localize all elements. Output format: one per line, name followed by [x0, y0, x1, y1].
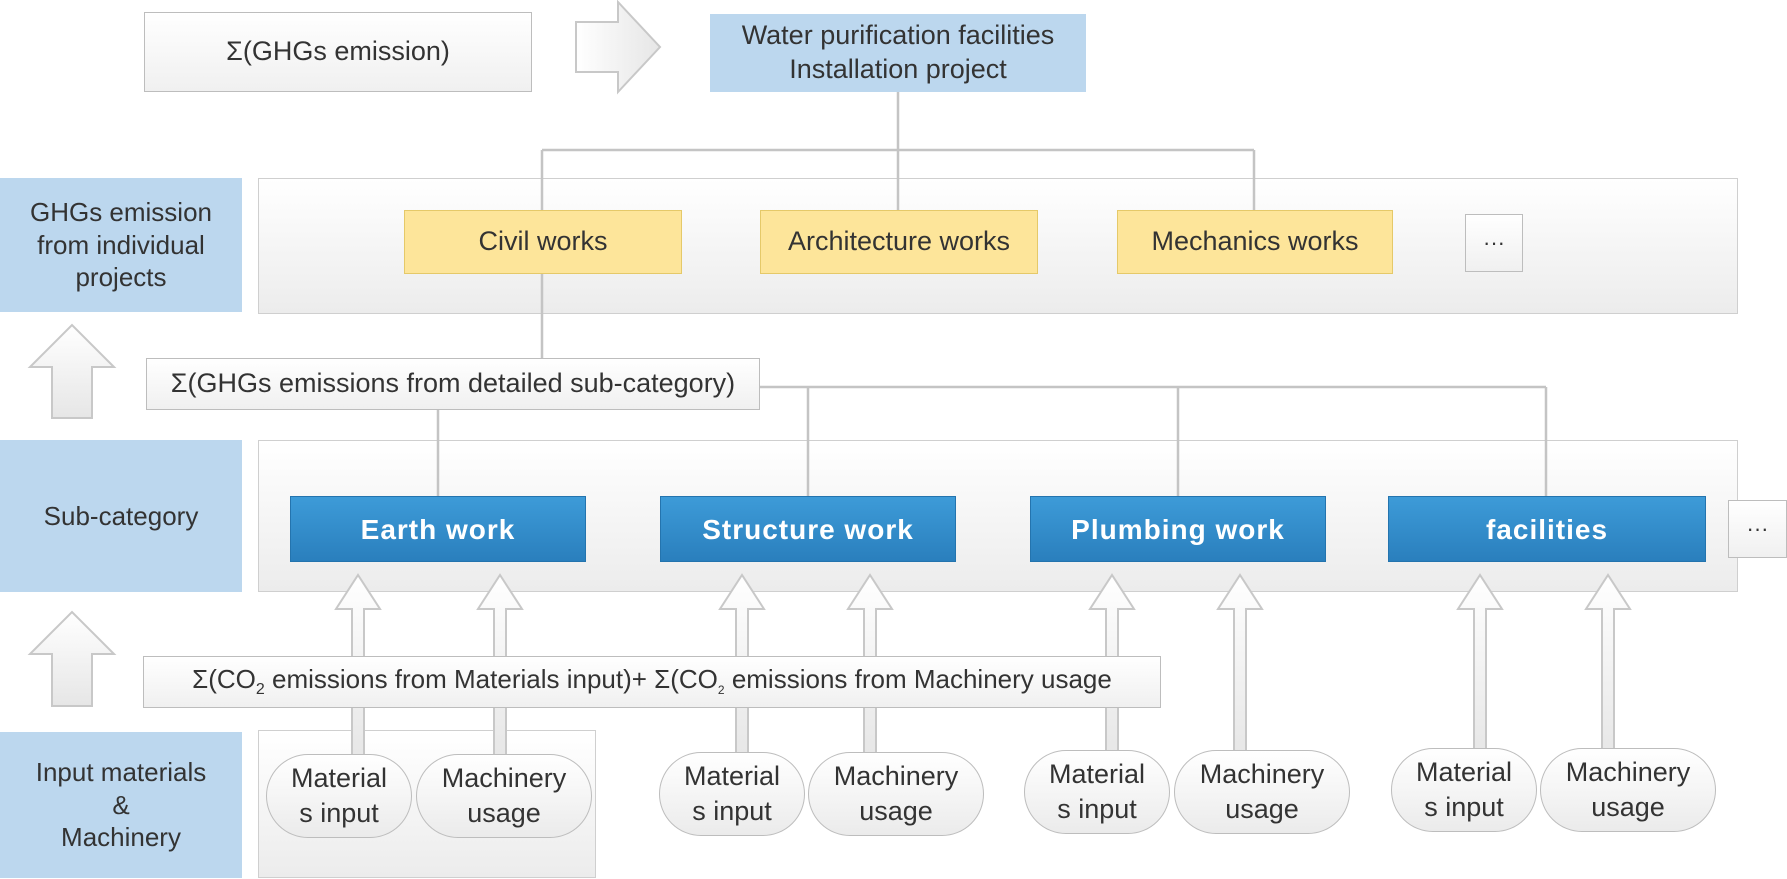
- work-label: Mechanics works: [1151, 226, 1359, 257]
- pill-line: usage: [859, 796, 933, 826]
- pill-line: Material: [1415, 756, 1513, 787]
- row-label-line: Machinery: [61, 822, 181, 853]
- more-ellipsis: ···: [1483, 230, 1505, 256]
- subcategory-more-box: ···: [1728, 500, 1787, 558]
- pill-line: Machinery: [833, 760, 959, 791]
- subcategory-sum-box: Σ(GHGs emissions from detailed sub-categ…: [146, 358, 760, 410]
- machinery-usage-pill: Machinery usage: [1174, 750, 1350, 834]
- row-label-line: Sub-category: [43, 500, 199, 531]
- pill-line: Machinery: [441, 762, 567, 793]
- subcategory-label: Structure work: [702, 513, 914, 545]
- subcategory-label: Earth work: [360, 513, 516, 545]
- subcategory-structure-work: Structure work: [660, 496, 956, 562]
- row-label-line: Input materials: [35, 757, 207, 788]
- work-label: Architecture works: [787, 226, 1011, 257]
- total-ghg-sum-label: Σ(GHGs emission): [226, 36, 450, 67]
- subcategory-label: Plumbing work: [1071, 513, 1285, 545]
- co2-sum-part: emissions from Materials input)+ Σ(CO: [264, 664, 718, 695]
- subcategory-label: facilities: [1485, 513, 1609, 545]
- subcategory-plumbing-work: Plumbing work: [1030, 496, 1326, 562]
- machinery-usage-pill: Machinery usage: [1540, 748, 1716, 832]
- works-more-box: ···: [1465, 214, 1523, 272]
- material-input-pill: Material s input: [266, 754, 412, 838]
- total-ghg-sum-box: Σ(GHGs emission): [144, 12, 532, 92]
- co2-sum-box: Σ(CO2 emissions from Materials input)+ Σ…: [143, 656, 1161, 708]
- row-label-sub-category: Sub-category: [0, 440, 242, 592]
- pill-line: s input: [692, 796, 772, 826]
- row-label-line: from individual: [37, 229, 205, 260]
- machinery-usage-pill: Machinery usage: [808, 752, 984, 836]
- project-box: Water purification facilities Installati…: [710, 14, 1086, 92]
- project-title-line2: Installation project: [789, 54, 1007, 84]
- co2-subscript: 2: [255, 681, 265, 699]
- subcategory-sum-label: Σ(GHGs emissions from detailed sub-categ…: [170, 368, 736, 399]
- co2-sum-part: Σ(CO: [192, 664, 256, 695]
- co2-sum-label: Σ(CO2 emissions from Materials input)+ Σ…: [192, 663, 1112, 700]
- work-architecture: Architecture works: [760, 210, 1038, 274]
- work-mechanics: Mechanics works: [1117, 210, 1393, 274]
- pill-line: Material: [1048, 758, 1146, 789]
- pill-line: usage: [467, 798, 541, 828]
- pill-line: s input: [1057, 794, 1137, 824]
- pill-line: Material: [683, 760, 781, 791]
- pill-line: usage: [1225, 794, 1299, 824]
- project-title-line1: Water purification facilities: [741, 20, 1055, 51]
- pill-line: s input: [299, 798, 379, 828]
- co2-subscript: 2: [717, 683, 725, 698]
- pill-line: Machinery: [1199, 758, 1325, 789]
- row-label-line: GHGs emission: [29, 197, 213, 228]
- material-input-pill: Material s input: [659, 752, 805, 836]
- pill-line: Machinery: [1565, 756, 1691, 787]
- subcategory-earth-work: Earth work: [290, 496, 586, 562]
- pill-line: Material: [290, 762, 388, 793]
- work-label: Civil works: [478, 226, 608, 257]
- work-civil: Civil works: [404, 210, 682, 274]
- row-label-individual-projects: GHGs emission from individual projects: [0, 178, 242, 312]
- pill-line: s input: [1424, 792, 1504, 822]
- row-label-line: &: [112, 789, 130, 820]
- material-input-pill: Material s input: [1391, 748, 1537, 832]
- row-label-line: projects: [75, 262, 167, 293]
- material-input-pill: Material s input: [1024, 750, 1170, 834]
- machinery-usage-pill: Machinery usage: [416, 754, 592, 838]
- pill-line: usage: [1591, 792, 1665, 822]
- co2-sum-part: emissions from Machinery usage: [724, 664, 1112, 695]
- more-ellipsis: ···: [1746, 516, 1769, 542]
- subcategory-facilities: facilities: [1388, 496, 1706, 562]
- row-label-input-materials: Input materials & Machinery: [0, 732, 242, 878]
